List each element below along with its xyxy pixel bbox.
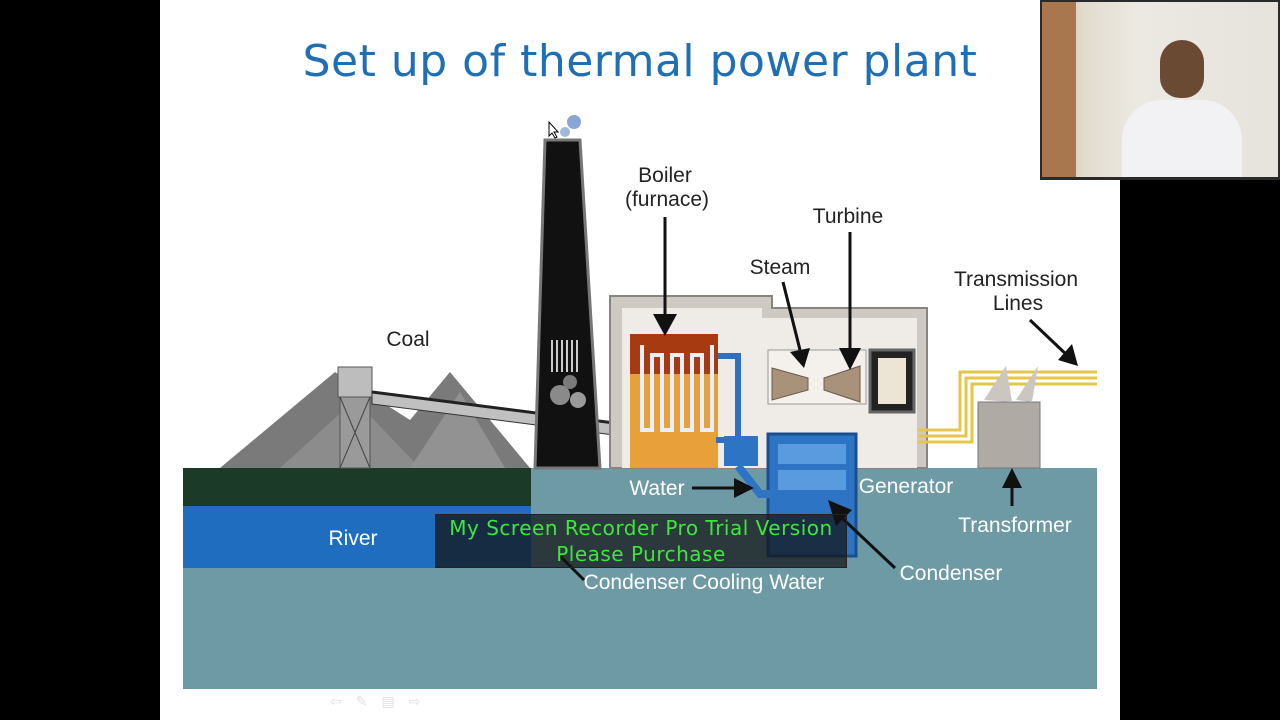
menu-icon[interactable]: ▤ [381,694,395,710]
recorder-watermark: My Screen Recorder Pro Trial Version Ple… [435,514,847,568]
watermark-line-1: My Screen Recorder Pro Trial Version [449,516,833,540]
previous-slide-icon[interactable]: ⇦ [330,694,342,710]
smoke-puff [567,115,581,129]
label-river: River [328,527,377,550]
label-water: Water [629,477,684,500]
label-lines: Lines [993,292,1043,315]
label-boiler: Boiler [638,164,692,187]
label-steam: Steam [750,256,811,279]
transformer [977,401,1041,469]
label-generator: Generator [859,475,954,498]
thermal-power-plant-diagram: Boiler (furnace) Turbine Steam Transmiss… [183,115,1097,689]
next-slide-icon[interactable]: ⇨ [408,694,421,710]
chimney [533,138,602,470]
coal-hopper [337,366,373,398]
pump [724,436,758,466]
label-furnace: (furnace) [625,188,709,211]
label-turbine: Turbine [813,205,883,228]
label-condenser: Condenser [900,562,1003,585]
door-frame [1042,2,1076,177]
slide: Set up of thermal power plant [160,0,1120,720]
presenter-webcam [1040,0,1280,180]
presenter-body [1122,100,1242,177]
slide-title: Set up of thermal power plant [302,36,978,87]
pen-icon[interactable]: ✎ [355,694,368,710]
slide-nav-controls: ⇦ ✎ ▤ ⇨ [330,694,420,710]
turbine [771,367,809,401]
label-coal: Coal [386,328,429,351]
presenter-head [1160,40,1204,98]
label-condenser-cooling-water: Condenser Cooling Water [584,571,825,594]
label-transmission: Transmission [954,268,1078,291]
river-bank [183,468,531,506]
pointer-cursor-icon [548,121,560,139]
watermark-line-2: Please Purchase [556,542,726,566]
label-transformer: Transformer [958,514,1072,537]
chimney-grill [551,340,578,372]
